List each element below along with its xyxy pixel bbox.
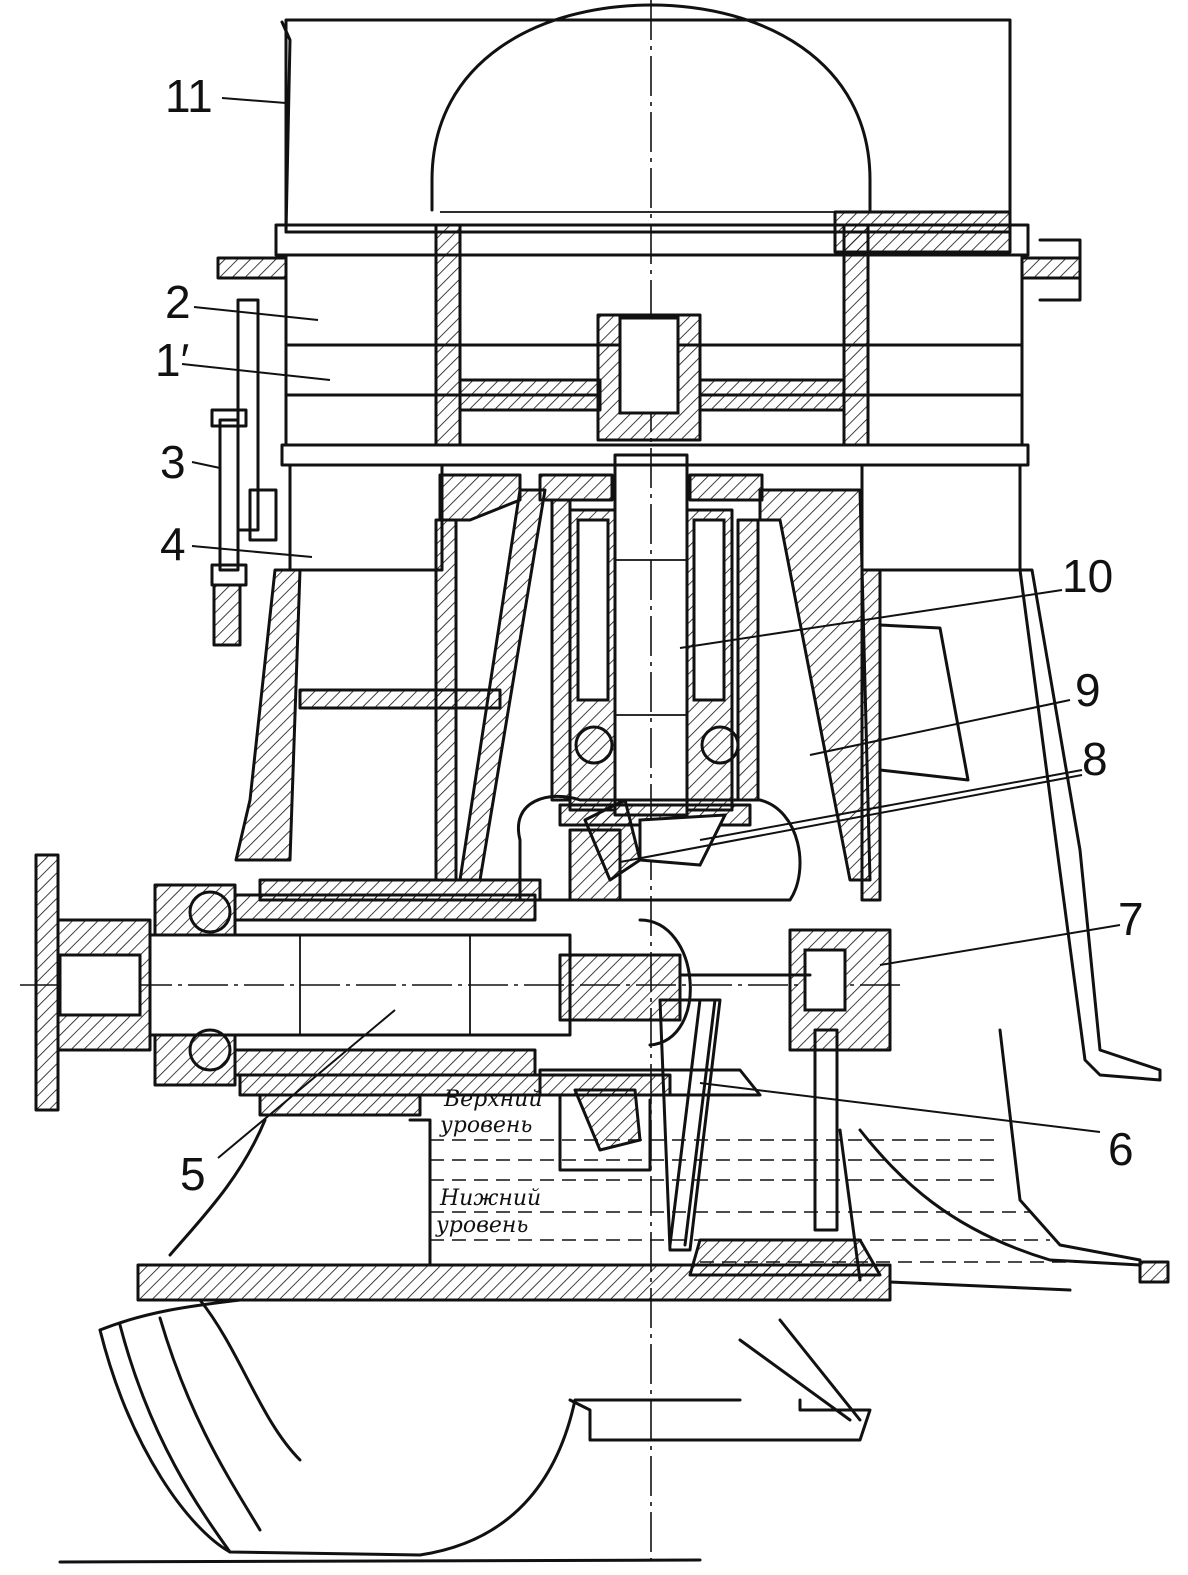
callout-6: 6 <box>1108 1123 1134 1175</box>
lower-level-label-line2: уровень <box>435 1213 528 1238</box>
callout-5: 5 <box>180 1148 206 1200</box>
vertical-shaft-assembly <box>538 313 764 827</box>
callout-11: 11 <box>165 70 213 122</box>
oil-level-labels: Верхний уровень Нижний уровень <box>435 1087 543 1238</box>
upper-level-label-line1: Верхний <box>443 1087 543 1112</box>
upper-level-label-line2: уровень <box>439 1113 532 1138</box>
callout-10: 10 <box>1062 550 1113 602</box>
callout-labels: 11 2 1′ 3 4 10 9 8 7 6 5 <box>155 70 1144 1200</box>
callout-3: 3 <box>160 436 186 488</box>
callout-7: 7 <box>1118 893 1144 945</box>
callout-2: 2 <box>165 276 191 328</box>
bevel-gear-pair <box>516 794 802 1152</box>
top-cover <box>280 3 1012 254</box>
horizontal-input-shaft <box>34 853 762 1117</box>
callout-8: 8 <box>1082 733 1108 785</box>
oil-sump <box>136 1028 1170 1302</box>
leader-lines <box>181 97 1121 1159</box>
callout-1-prime: 1′ <box>155 334 189 386</box>
sight-gauge-assembly <box>210 298 278 647</box>
lower-level-label-line1: Нижний <box>439 1186 541 1211</box>
callout-9: 9 <box>1075 664 1101 716</box>
lower-outlet <box>58 1118 872 1564</box>
callout-4: 4 <box>160 518 186 570</box>
